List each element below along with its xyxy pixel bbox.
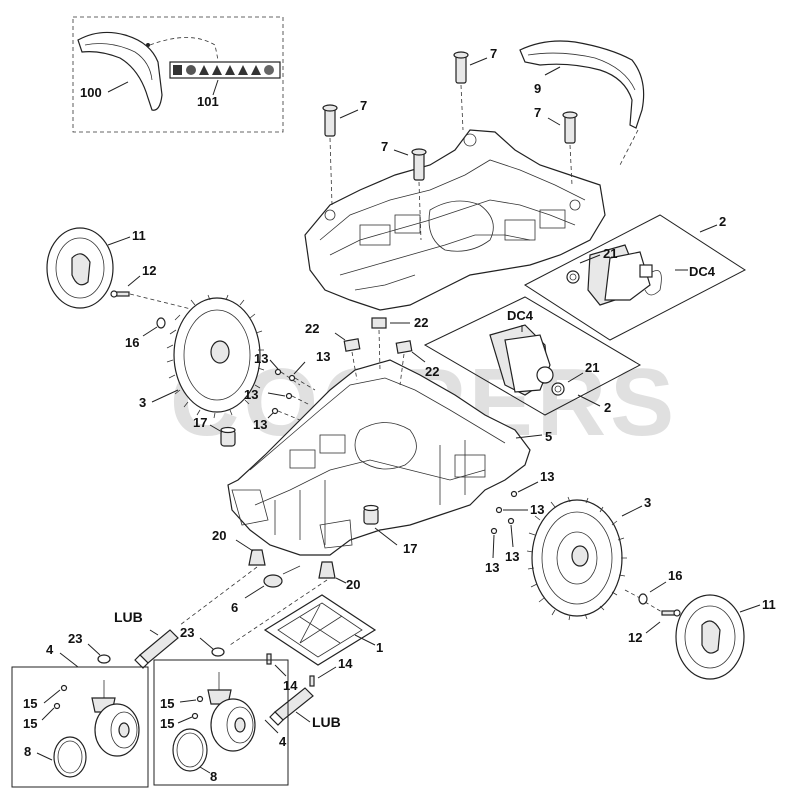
label-17-right: 17 [403, 541, 417, 556]
label-13-f: 13 [530, 502, 544, 517]
label-4-left: 4 [46, 642, 54, 657]
label-23-left: 23 [68, 631, 82, 646]
label-7-top: 7 [490, 46, 497, 61]
label-8-right: 8 [210, 769, 217, 784]
label-3-right: 3 [644, 495, 651, 510]
label-11-left: 11 [132, 228, 146, 243]
label-5: 5 [545, 429, 552, 444]
label-dc4-lower: DC4 [507, 308, 534, 323]
label-11-right: 11 [762, 597, 776, 612]
label-13-a: 13 [254, 351, 268, 366]
screw-12-right [644, 601, 681, 634]
label-17-left: 17 [193, 415, 207, 430]
screws-13-right [490, 481, 539, 559]
label-lub-left: LUB [114, 609, 143, 625]
washers-23 [87, 637, 225, 664]
label-lub-right: LUB [312, 714, 341, 730]
label-12-right: 12 [628, 630, 642, 645]
label-20-right: 20 [346, 577, 360, 592]
caster-box-right [153, 659, 289, 786]
label-100: 100 [80, 85, 102, 100]
lube-tube-left [134, 629, 179, 669]
label-22-left: 22 [305, 321, 319, 336]
pads-22 [334, 317, 426, 386]
screws-14 [266, 653, 337, 687]
label-16-right: 16 [668, 568, 682, 583]
label-4-right: 4 [279, 734, 287, 749]
washer-16-right [624, 581, 667, 605]
inset-box-handle-labels [72, 16, 284, 133]
washer-16-left [142, 317, 166, 337]
label-7-right: 7 [534, 105, 541, 120]
hubcap-11-right [675, 594, 761, 680]
drive-motor-inset-upper [524, 214, 746, 341]
label-15-c: 15 [160, 696, 174, 711]
top-shell-chassis [304, 129, 606, 311]
feet-20 [179, 539, 347, 646]
wheel-3-left [151, 294, 265, 419]
label-6: 6 [231, 600, 238, 615]
cover-plate-1 [263, 594, 377, 666]
label-21-upper: 21 [603, 246, 617, 261]
label-13-d: 13 [253, 417, 267, 432]
label-3-left: 3 [139, 395, 146, 410]
label-14-left: 14 [283, 678, 298, 693]
label-7-left: 7 [360, 98, 367, 113]
lube-tube-right [269, 687, 314, 726]
label-15-a: 15 [23, 696, 37, 711]
label-15-d: 15 [160, 716, 174, 731]
bumper-17 [209, 424, 398, 546]
wheel-3-right [526, 496, 643, 621]
label-16-left: 16 [125, 335, 139, 350]
label-2-lower: 2 [604, 400, 611, 415]
label-7-center: 7 [381, 139, 388, 154]
label-101: 101 [197, 94, 219, 109]
drive-motor-inset-lower [423, 296, 642, 416]
label-20-left: 20 [212, 528, 226, 543]
label-15-b: 15 [23, 716, 37, 731]
base-chassis-5 [227, 359, 543, 556]
label-1: 1 [376, 640, 383, 655]
label-23-right: 23 [180, 625, 194, 640]
screws-13-left [267, 359, 316, 421]
label-13-c: 13 [244, 387, 258, 402]
screw-12-left [110, 275, 196, 311]
label-22-right: 22 [425, 364, 439, 379]
label-13-b: 13 [316, 349, 330, 364]
carry-handle-9 [519, 40, 645, 166]
label-13-h: 13 [485, 560, 499, 575]
disc-6 [244, 565, 301, 599]
label-13-g: 13 [505, 549, 519, 564]
label-9: 9 [534, 81, 541, 96]
caster-box-left [11, 652, 149, 788]
label-8-left: 8 [24, 744, 31, 759]
label-21-lower: 21 [585, 360, 599, 375]
label-12-left: 12 [142, 263, 156, 278]
hubcap-11-left [46, 227, 131, 309]
label-14-right: 14 [338, 656, 353, 671]
label-22-center: 22 [414, 315, 428, 330]
label-dc4-upper: DC4 [689, 264, 716, 279]
screw-7-group [322, 51, 578, 241]
label-2-upper: 2 [719, 214, 726, 229]
label-13-e: 13 [540, 469, 554, 484]
